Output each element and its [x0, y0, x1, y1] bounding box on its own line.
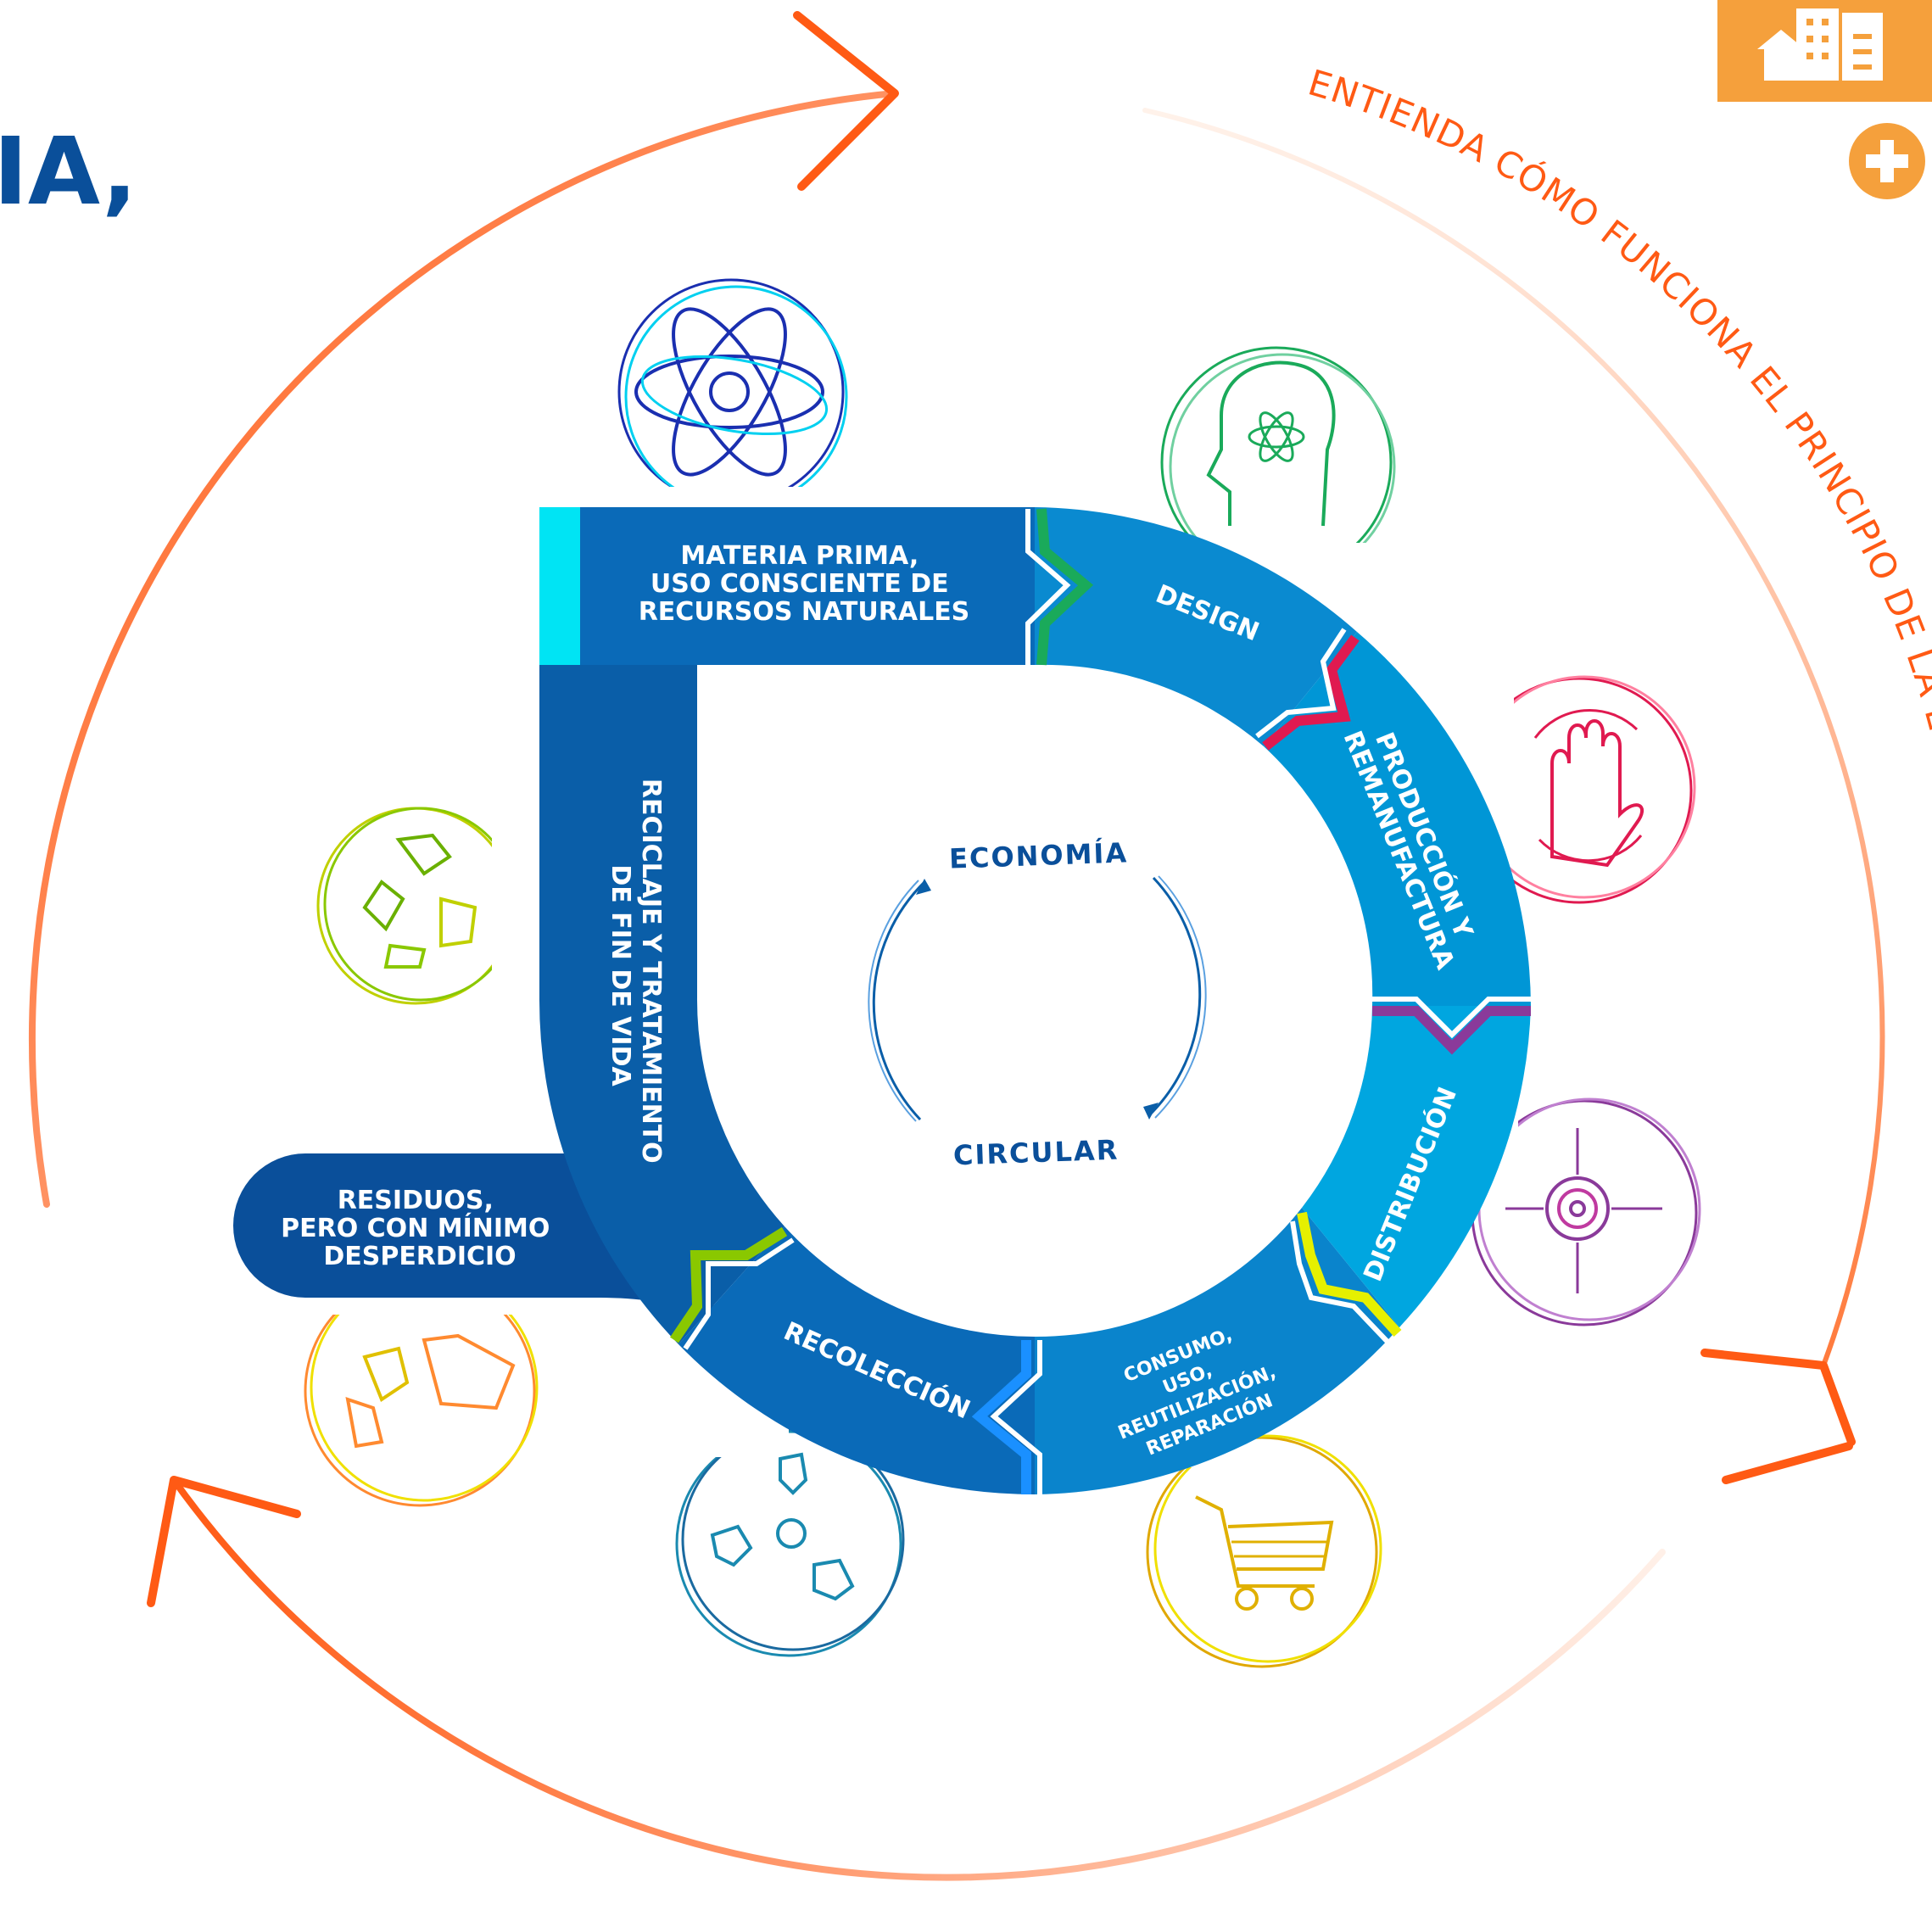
buildings-icon[interactable]	[1717, 0, 1932, 102]
outer-arc-left	[28, 90, 898, 1208]
materia-cyan-tab	[539, 507, 580, 665]
reciclaje-label: RECICLAJE Y TRATAMIENTO DE FIN DE VIDA	[606, 779, 666, 1172]
waste-recycle-icon	[304, 1273, 543, 1507]
title-fragment: IA,	[0, 117, 137, 226]
divider-purple	[1372, 1006, 1531, 1055]
design-segment	[1035, 507, 1357, 746]
arrow-head-top	[793, 11, 899, 191]
outer-arc-right	[1142, 108, 1885, 1368]
outer-arc-bottom	[170, 1477, 1666, 1881]
consumo-segment	[1035, 1208, 1399, 1494]
divider-yellow	[1297, 1211, 1402, 1338]
divider-lime	[670, 1226, 788, 1343]
distribucion-segment	[1302, 1006, 1531, 1327]
produccion-segment	[1264, 632, 1531, 1006]
recoleccion-segment	[678, 1226, 1035, 1495]
materia-bar	[539, 507, 1035, 665]
arrow-head-right	[1700, 1349, 1856, 1446]
center-top-word: ECONOMÍA	[948, 836, 1128, 874]
center-cycle-arrows	[868, 875, 1207, 1122]
reciclaje-segment	[539, 665, 785, 1344]
residuos-label: RESIDUOS, PERO CON MÍNIMO DESPERDICIO	[281, 1186, 559, 1271]
plus-icon[interactable]	[1849, 123, 1925, 199]
divider-blue	[971, 1340, 1031, 1494]
atom-icon	[594, 278, 874, 521]
recycle-icon	[316, 797, 526, 1005]
arrow-head-bottom-left	[147, 1476, 301, 1607]
divider-crimson	[1262, 634, 1360, 751]
center-bottom-word: CIRCULAR	[952, 1134, 1120, 1172]
materia-label: MATERIA PRIMA, USO CONSCIENTE DE RECURSO…	[639, 541, 970, 627]
divider-green	[1036, 508, 1094, 666]
